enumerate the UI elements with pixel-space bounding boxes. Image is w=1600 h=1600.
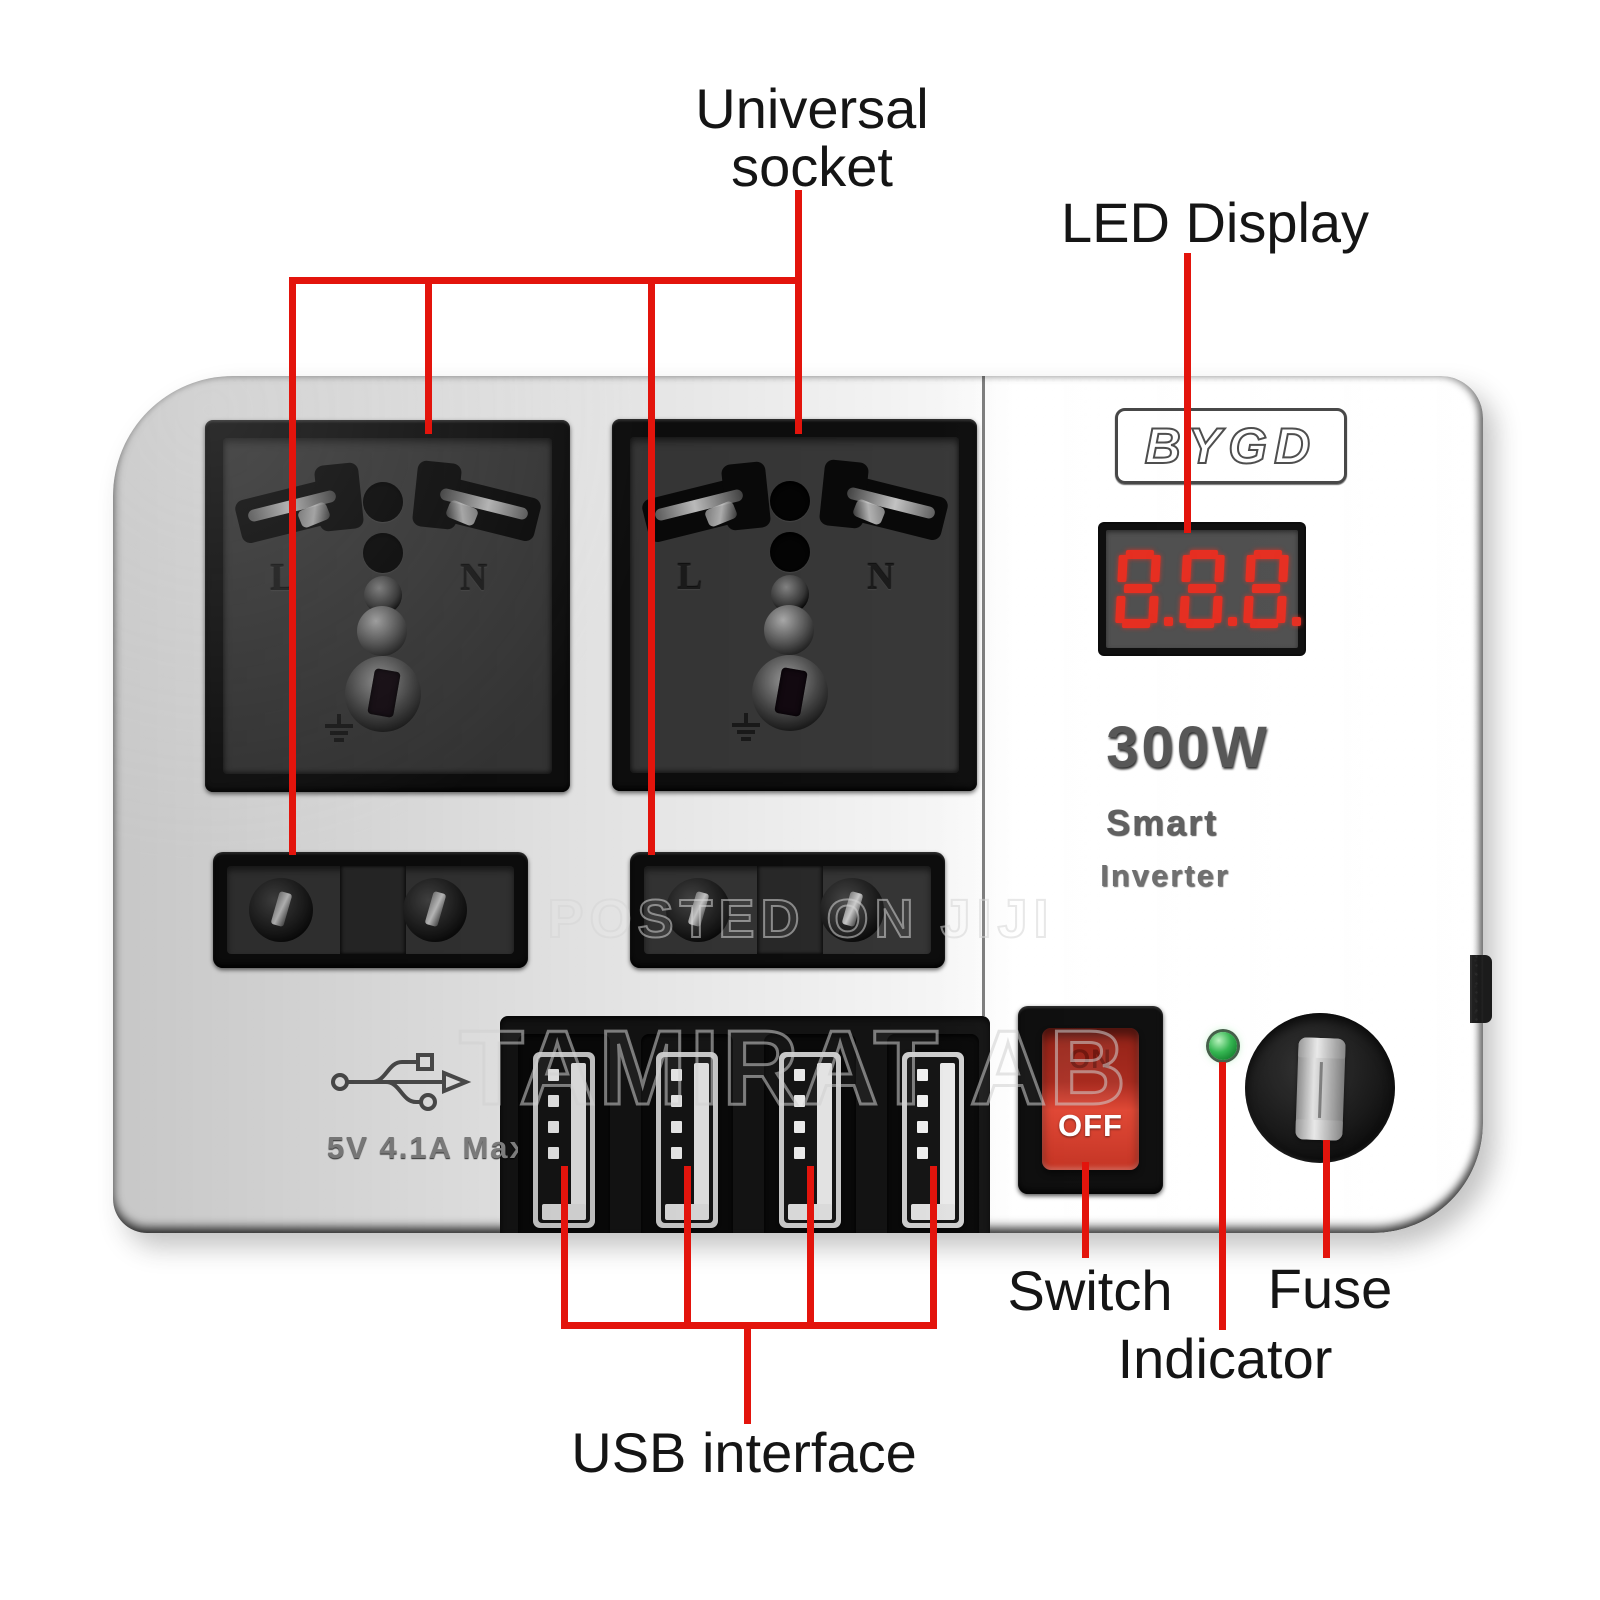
callout-line-usb-horizontal (561, 1322, 937, 1329)
neutral-blade-slot (810, 458, 950, 565)
embossed-text-2: Inverter (1100, 858, 1230, 893)
switch-label: Switch (1007, 1259, 1173, 1322)
earth-symbol-icon (323, 714, 355, 746)
ground-ball (764, 605, 814, 655)
universal-socket-2: L N (612, 419, 977, 791)
panel-seam (982, 376, 985, 1016)
fuse-glass (1295, 1037, 1346, 1141)
round-pin-hole (363, 533, 403, 573)
round-pin-hole (770, 532, 810, 572)
callout-line-usb-stem (744, 1329, 751, 1424)
led-digit (1115, 550, 1173, 628)
brand-logo-box: BYGD (1115, 408, 1347, 484)
neutral-blade-slot (403, 459, 543, 566)
led-display-label: LED Display (1060, 191, 1370, 254)
live-marking: L (677, 556, 703, 598)
ground-pin-hole (752, 655, 828, 731)
callout-line-small-socket-2 (648, 277, 655, 855)
brand-logo: BYGD (1144, 417, 1318, 475)
pin-hole (403, 878, 467, 942)
two-pin-socket-1 (213, 852, 528, 968)
power-rating: 300W (1106, 715, 1270, 780)
universal-socket-1-face: L N (223, 438, 552, 774)
ground-ball (357, 606, 407, 656)
universal-socket-1: L N (205, 420, 570, 792)
callout-line-usb-2 (684, 1166, 691, 1329)
switch-off-text: OFF (1058, 1108, 1123, 1143)
callout-line-indicator (1219, 1062, 1226, 1330)
callout-line-socket-label (795, 190, 802, 434)
usb-port-1 (518, 1034, 610, 1233)
universal-socket-2-face: L N (630, 437, 959, 773)
universal-socket-label: Universal socket (695, 77, 929, 199)
indicator-led (1209, 1032, 1237, 1060)
two-pin-socket-2 (630, 852, 945, 968)
round-pin-hole (363, 482, 403, 522)
led-digits (1106, 530, 1301, 648)
usb-port-3 (764, 1034, 856, 1233)
callout-line-fuse (1323, 1140, 1330, 1258)
callout-line-led-display (1184, 253, 1191, 533)
callout-line-usb-3 (807, 1166, 814, 1329)
led-digit (1243, 550, 1301, 628)
pin-hole (820, 878, 884, 942)
pin-hole (249, 878, 313, 942)
led-display (1100, 524, 1304, 654)
fuse-holder (1245, 1013, 1395, 1163)
power-switch: ON OFF (1018, 1006, 1163, 1194)
side-port-notch (1470, 955, 1492, 1023)
live-blade-slot (640, 460, 780, 567)
callout-line-universal-socket-1 (425, 277, 432, 434)
power-inverter-device: L N (113, 376, 1483, 1233)
live-blade-slot (233, 461, 373, 568)
usb-rating-text: 5V 4.1A Max (327, 1130, 529, 1165)
round-pin-hole (770, 481, 810, 521)
watermark-line2: TAMIRAT AB (458, 1008, 1129, 1129)
led-digit (1179, 550, 1237, 628)
earth-symbol-icon (730, 713, 762, 745)
neutral-marking: N (867, 556, 895, 598)
callout-line-small-socket-1 (289, 277, 296, 855)
watermark-line1: POSTED ON JIJI (546, 888, 1055, 950)
usb-icon (331, 1053, 472, 1111)
switch-on-text: ON (1069, 1044, 1112, 1074)
ground-pin-hole (345, 656, 421, 732)
pin-hole (666, 878, 730, 942)
embossed-text-1: Smart (1105, 802, 1219, 843)
callout-line-top-horizontal (289, 277, 802, 284)
rocker-switch: ON OFF (1042, 1028, 1139, 1170)
indicator-label: Indicator (1117, 1327, 1333, 1390)
callout-line-switch (1082, 1162, 1089, 1258)
fuse-label: Fuse (1267, 1257, 1393, 1320)
callout-line-usb-1 (561, 1166, 568, 1329)
callout-line-usb-4 (930, 1166, 937, 1329)
neutral-marking: N (460, 557, 488, 599)
usb-interface-label: USB interface (571, 1421, 917, 1484)
